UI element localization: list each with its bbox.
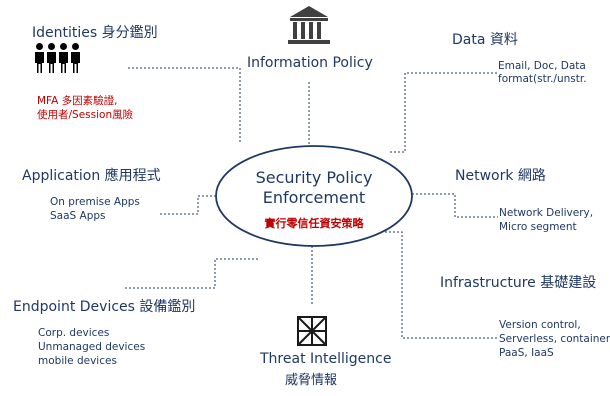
identities-detail-2: 使用者/Session風險: [37, 109, 134, 121]
center-subtitle: 實行零信任資安策略: [264, 217, 364, 230]
connector-endpoint: [125, 258, 258, 289]
connector-network: [412, 193, 498, 218]
endpoint-detail-2: Unmanaged devices: [38, 341, 146, 353]
infrastructure-title: Infrastructure 基礎建設: [440, 275, 597, 291]
endpoint-title: Endpoint Devices 設備鑑別: [13, 299, 196, 315]
connector-infrastructure: [385, 231, 498, 339]
bank-icon: [288, 6, 330, 44]
connector-data: [390, 72, 497, 153]
endpoint-detail-1: Corp. devices: [38, 327, 110, 339]
data-detail-1: Email, Doc, Data: [498, 60, 586, 72]
identities-detail-1: MFA 多因素驗證,: [37, 95, 118, 107]
network-x-icon: [297, 316, 327, 346]
infrastructure-detail-1: Version control,: [499, 319, 581, 331]
infrastructure-detail-2: Serverless, container: [499, 333, 610, 345]
connector-identities: [128, 67, 241, 143]
endpoint-detail-3: mobile devices: [38, 355, 117, 367]
center-title-line2: Enforcement: [262, 188, 366, 207]
application-detail-1: On premise Apps: [50, 196, 140, 208]
threat-subtitle: 威脅情報: [285, 373, 338, 388]
identities-title: Identities 身分鑑別: [32, 25, 158, 41]
data-title: Data 資料: [452, 32, 518, 48]
information-policy-title: Information Policy: [247, 55, 373, 71]
people-icon: [35, 43, 80, 73]
center-title-line1: Security Policy: [255, 168, 373, 187]
threat-title: Threat Intelligence: [260, 351, 392, 367]
network-detail-1: Network Delivery,: [499, 207, 594, 219]
network-detail-2: Micro segment: [499, 221, 577, 233]
data-detail-2: format(str./unstr.: [498, 73, 587, 85]
application-detail-2: SaaS Apps: [50, 210, 106, 222]
connector-application: [160, 195, 216, 215]
infrastructure-detail-3: PaaS, IaaS: [499, 347, 554, 359]
network-title: Network 網路: [455, 168, 546, 184]
application-title: Application 應用程式: [22, 168, 161, 184]
